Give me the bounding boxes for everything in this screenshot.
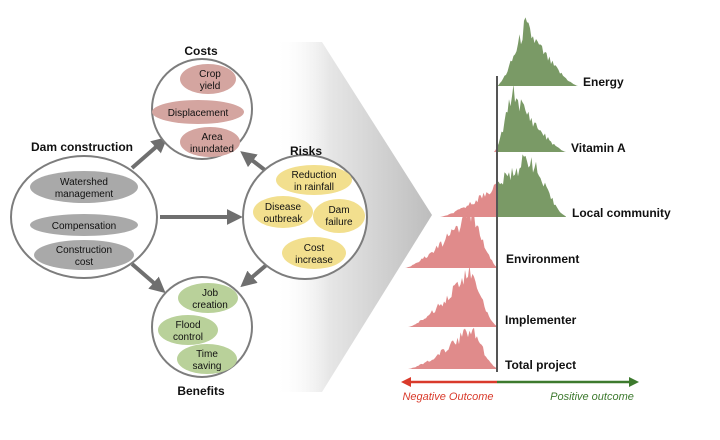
distribution-negative-2 (440, 182, 497, 217)
pill-compensation (30, 214, 138, 236)
label-implementer: Implementer (505, 313, 577, 327)
svg-text:Reduction: Reduction (291, 170, 336, 181)
positive-outcome-label: Positive outcome (550, 391, 634, 403)
pill-dam-failure (313, 199, 365, 233)
distribution-positive-0 (497, 17, 578, 86)
pill-disease-outbreak (253, 196, 313, 228)
pill-time-saving (177, 344, 237, 374)
svg-text:saving: saving (193, 361, 222, 372)
benefit-items: Job creation Flood control Time saving (158, 283, 238, 374)
svg-text:Time: Time (196, 349, 218, 360)
svg-text:Flood: Flood (175, 320, 200, 331)
pill-displacement (152, 100, 244, 124)
svg-text:yield: yield (200, 81, 221, 92)
svg-text:Displacement: Displacement (168, 108, 229, 119)
svg-text:outbreak: outbreak (264, 214, 304, 225)
svg-text:increase: increase (295, 255, 333, 266)
pill-reduction-in-rainfall (276, 165, 352, 195)
label-local-community: Local community (572, 206, 671, 220)
distribution-positive-1 (497, 84, 566, 152)
svg-text:control: control (173, 332, 203, 343)
svg-text:Area: Area (201, 132, 223, 143)
outcome-distributions (405, 17, 578, 369)
dam-items: Watershed management Compensation Constr… (30, 171, 138, 270)
label-vitamin-a: Vitamin A (571, 141, 626, 155)
cost-items: Crop yield Displacement Area inundated (152, 64, 244, 157)
distribution-positive-2 (497, 154, 566, 217)
pill-construction-cost (34, 240, 134, 270)
arrow-dam-to-costs (130, 136, 168, 170)
pill-crop-yield (180, 64, 236, 94)
svg-text:Job: Job (202, 288, 219, 299)
svg-text:inundated: inundated (190, 144, 234, 155)
label-environment: Environment (506, 252, 579, 266)
distribution-negative-4 (408, 265, 497, 327)
label-energy: Energy (583, 75, 624, 89)
pill-flood-control (158, 315, 218, 345)
svg-text:management: management (55, 189, 114, 200)
svg-text:failure: failure (325, 217, 353, 228)
benefits-title: Benefits (177, 384, 225, 398)
svg-text:Dam: Dam (328, 205, 349, 216)
svg-text:Crop: Crop (199, 69, 221, 80)
risk-items: Reduction in rainfall Disease outbreak D… (253, 165, 365, 269)
svg-text:Construction: Construction (56, 245, 112, 256)
svg-text:cost: cost (75, 257, 94, 268)
risks-title: Risks (290, 144, 322, 158)
svg-text:Disease: Disease (265, 202, 302, 213)
arrow-dam-to-benefits (130, 262, 166, 294)
pill-area-inundated (180, 127, 240, 157)
svg-text:in rainfall: in rainfall (294, 182, 334, 193)
svg-text:Cost: Cost (304, 243, 325, 254)
pill-job-creation (178, 283, 238, 313)
pill-watershed-management (30, 171, 138, 203)
distribution-negative-3 (405, 203, 497, 268)
pill-cost-increase (282, 237, 346, 269)
negative-outcome-label: Negative Outcome (402, 391, 493, 403)
svg-text:Watershed: Watershed (60, 177, 108, 188)
svg-text:creation: creation (192, 300, 228, 311)
dam-construction-title: Dam construction (31, 140, 133, 154)
costs-title: Costs (184, 44, 218, 58)
svg-text:Compensation: Compensation (52, 221, 116, 232)
label-total-project: Total project (505, 358, 576, 372)
distribution-negative-5 (408, 327, 497, 369)
